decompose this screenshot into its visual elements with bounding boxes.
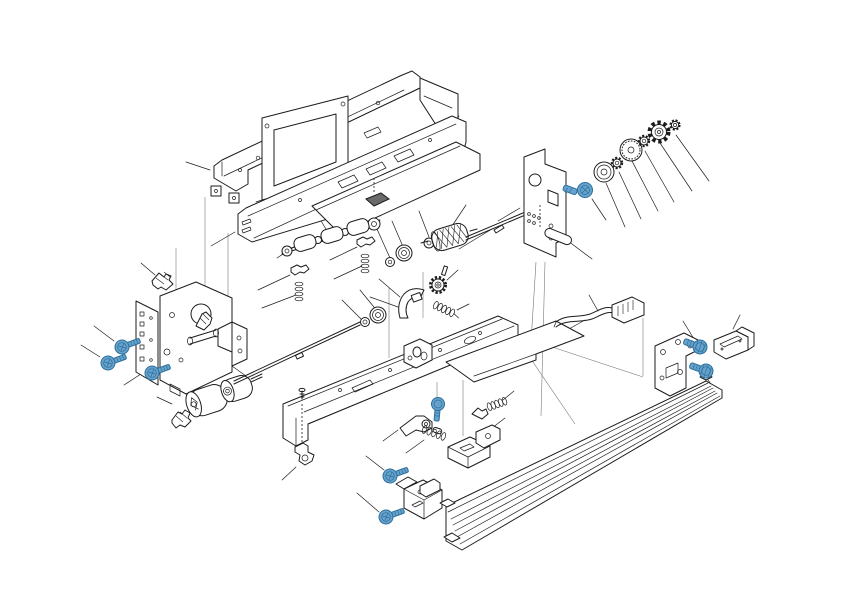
butterfly-clip (151, 271, 174, 291)
holder-bracket (398, 288, 425, 319)
rubber-pad (365, 179, 390, 207)
idler-pulley (395, 244, 413, 262)
drive-shaft-long (233, 321, 361, 385)
hook-latch (294, 442, 315, 466)
bearing-block (403, 338, 433, 369)
latch-clip-small (471, 407, 489, 420)
roller-pin (544, 227, 572, 246)
connector-bracket (654, 332, 699, 397)
main-chassis-tray (282, 315, 519, 447)
sub-plate (445, 320, 585, 383)
roller-holder-clip (290, 236, 376, 276)
pinion-gear-with-pin (429, 265, 449, 294)
shaft-pulley (369, 306, 387, 324)
shaft-ring (360, 317, 370, 327)
d-sub-connector (713, 326, 755, 360)
mounting-screw-blue-bottom (378, 467, 409, 525)
pickup-roller-large (185, 384, 228, 418)
left-frame-plate (159, 281, 248, 397)
pickup-roller-small (220, 373, 263, 403)
knurled-feed-roller (420, 222, 478, 252)
lever-spring (421, 425, 447, 441)
holder-spring (294, 253, 370, 302)
lock-bracket (475, 424, 501, 449)
guide-rail (445, 373, 723, 551)
spur-gear (610, 119, 681, 170)
cable-assembly (553, 307, 615, 328)
rail-end-cap (419, 478, 461, 543)
pinch-roller (293, 218, 370, 252)
tension-spring-diagonal (433, 301, 459, 319)
mounting-screw-blue (100, 338, 171, 381)
leader-lines (80, 115, 741, 513)
set-screw-small (298, 387, 306, 443)
return-spring (486, 397, 508, 411)
shoulder-screw-blue (562, 182, 593, 198)
sprocket-gear (647, 120, 671, 144)
thumbscrew-blue (683, 338, 714, 379)
left-frame-back-plate (135, 300, 159, 386)
idler-ring (385, 257, 395, 267)
lock-screw-blue-vertical (431, 397, 445, 422)
roller-retainer-clip (171, 409, 192, 429)
wedge-clip (195, 311, 213, 331)
clutch-pulley (593, 138, 643, 183)
cable-connector (611, 296, 645, 324)
